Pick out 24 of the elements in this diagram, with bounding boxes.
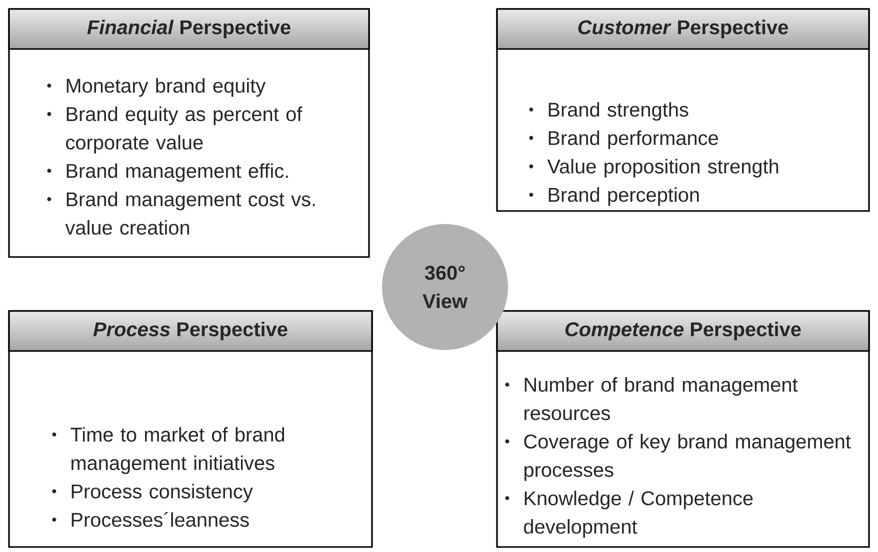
header-text: Process Perspective <box>93 322 288 340</box>
perspective-box <box>496 310 870 548</box>
bullet-text: Value proposition strength <box>547 158 778 178</box>
header-text: Competence Perspective <box>565 322 801 340</box>
bullet-text: Brand equity as percent of corporate value <box>66 106 302 154</box>
circle-text: 360° View <box>422 266 468 308</box>
bullet-text: Knowledge / Competence development <box>524 490 753 538</box>
bullet-text: Number of brand management resources <box>524 377 798 420</box>
bullet-text: Process consistency <box>72 484 253 502</box>
bullet-text: Brand management effic. <box>66 163 288 182</box>
center-circle <box>382 224 508 350</box>
bullet-text: Brand management cost vs. value creation <box>65 192 315 235</box>
header-text: Financial Perspective <box>87 20 290 38</box>
bullet-text: Processes´leanness <box>72 512 249 527</box>
perspective-box <box>496 8 870 212</box>
bullet-text: Brand performance <box>548 130 718 150</box>
bullet-text: Monetary brand equity <box>66 78 266 97</box>
bullet-text: Brand perception <box>548 187 699 206</box>
bullet-text: Brand strengths <box>548 102 688 121</box>
bullet-text: Coverage of key brand management processes <box>524 434 851 481</box>
perspective-box <box>8 310 373 548</box>
header-text: Customer Perspective <box>578 20 788 38</box>
bullet-text: Time to market of brand management initiatives <box>70 427 284 474</box>
perspective-box <box>8 8 370 258</box>
